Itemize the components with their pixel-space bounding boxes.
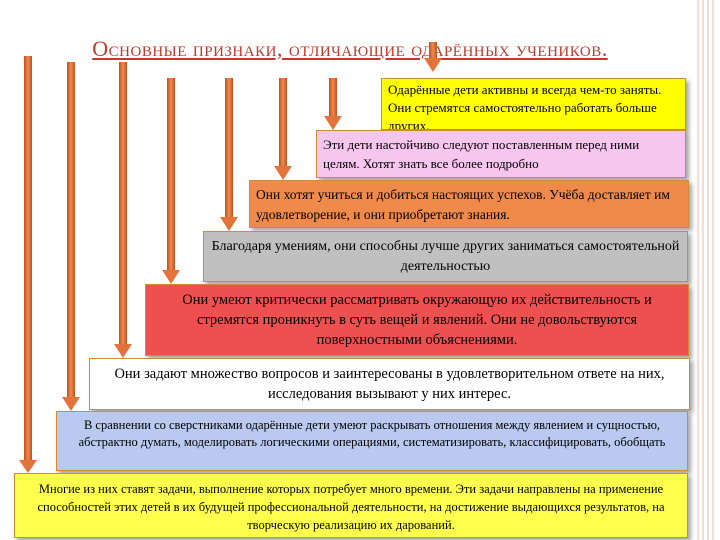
- step-box-6: Они задают множество вопросов и заинтере…: [89, 358, 690, 410]
- step-box-3: Они хотят учиться и добиться настоящих у…: [249, 180, 689, 228]
- step-text-7: В сравнении со сверстниками одарённые де…: [78, 418, 666, 449]
- arrow-to-step-7: [62, 62, 80, 411]
- step-text-5: Они умеют критически рассматривать окруж…: [182, 292, 652, 348]
- arrow-to-step-2: [324, 78, 342, 130]
- arrow-to-step-5: [162, 78, 180, 284]
- step-box-1: Одарённые дети активны и всегда чем-то з…: [381, 78, 686, 130]
- step-text-8: Многие из них ставят задачи, выполнение …: [37, 482, 665, 532]
- decorative-edge-lines: [697, 0, 714, 540]
- arrow-to-step-8: [19, 56, 37, 473]
- step-text-1: Одарённые дети активны и всегда чем-то з…: [388, 82, 662, 130]
- step-text-6: Они задают множество вопросов и заинтере…: [114, 366, 665, 402]
- step-text-3: Они хотят учиться и добиться настоящих у…: [256, 187, 670, 222]
- arrow-to-step-4: [220, 78, 238, 231]
- page-title: Основные признаки, отличающие одарённых …: [92, 36, 608, 61]
- step-text-4: Благодаря умениям, они способны лучше др…: [211, 239, 680, 274]
- step-text-2: Эти дети настойчиво следуют поставленным…: [323, 137, 640, 171]
- arrow-to-step-6: [114, 62, 132, 358]
- step-box-4: Благодаря умениям, они способны лучше др…: [203, 231, 688, 282]
- step-box-2: Эти дети настойчиво следуют поставленным…: [316, 130, 686, 178]
- step-box-5: Они умеют критически рассматривать окруж…: [145, 284, 689, 356]
- arrow-to-step-3: [274, 78, 292, 180]
- step-box-7: В сравнении со сверстниками одарённые де…: [56, 411, 688, 471]
- step-box-8: Многие из них ставят задачи, выполнение …: [14, 473, 688, 538]
